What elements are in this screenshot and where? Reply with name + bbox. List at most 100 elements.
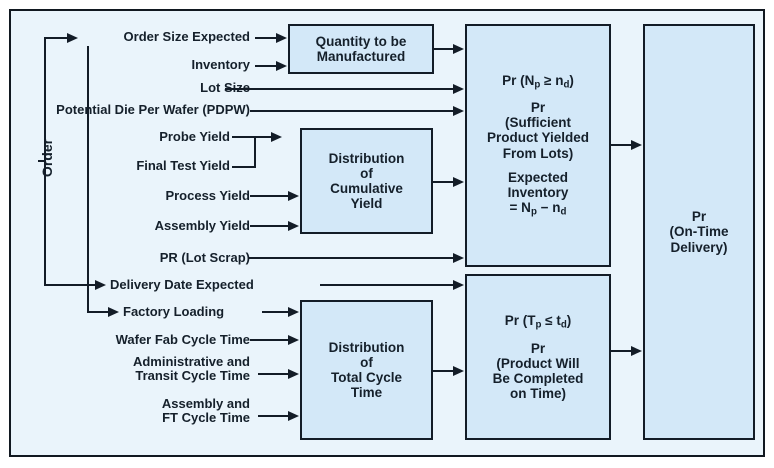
- product-on-time-line-4: on Time): [509, 385, 566, 401]
- total-cycle-line-4: Time: [350, 385, 383, 401]
- sufficient-formula: Pr (Np ≥ nd): [487, 73, 589, 92]
- on-time-formula-sub1: p: [535, 319, 542, 331]
- order-tick: [38, 160, 45, 162]
- admin-line-1: Administrative and: [132, 354, 250, 369]
- order-arrow-factory: [108, 307, 119, 317]
- arrow-sufficient-to-delivery: [631, 140, 642, 150]
- input-label-assembly-yield: Assembly Yield: [154, 218, 250, 233]
- input-label-final-test-yield: Final Test Yield: [136, 158, 230, 173]
- arrow-wafer-fab-to-cycle: [288, 335, 299, 345]
- on-time-delivery-line-2: (On-Time: [669, 224, 729, 240]
- input-label-factory-loading: Factory Loading: [123, 304, 225, 319]
- on-time-formula-sub2: d: [560, 319, 567, 331]
- arrow-admin-transit-to-cycle: [288, 369, 299, 379]
- arrow-product-on-time-to-delivery: [631, 346, 642, 356]
- cumulative-line-2: of: [360, 165, 373, 181]
- arrow-yield-bracket-to-cumulative: [271, 132, 282, 142]
- assembly-ft-line-1: Assembly and: [161, 396, 250, 411]
- cumulative-line-3: Cumulative: [330, 181, 403, 196]
- arrow-inventory-to-quantity: [276, 61, 287, 71]
- arrow-assembly-ft-to-cycle: [288, 411, 299, 421]
- order-trunk-b-bottom: [87, 311, 109, 313]
- conn-process-yield-to-cumulative: [250, 195, 290, 197]
- sufficient-line-4: From Lots): [502, 145, 574, 161]
- conn-yield-bracket-out: [254, 136, 272, 138]
- box-distribution-of-cumulative-yield[interactable]: Distribution of Cumulative Yield: [300, 128, 433, 234]
- conn-cumulative-to-sufficient: [433, 181, 454, 183]
- conn-pdpw-to-sufficient: [250, 110, 455, 112]
- arrow-factory-loading-to-cycle: [288, 307, 299, 317]
- on-time-delivery-line-3: Delivery): [670, 239, 728, 255]
- order-trunk-b: [87, 46, 89, 313]
- sufficient-l7-prefix: = N: [509, 199, 531, 215]
- product-on-time-line-3: Be Completed: [492, 370, 584, 386]
- sufficient-formula-sub1: p: [534, 79, 541, 91]
- spacer-3: [493, 332, 584, 341]
- total-cycle-line-2: of: [360, 354, 373, 370]
- arrow-delivery-date-to-product-on-time: [453, 280, 464, 290]
- conn-final-test-yield-stub: [232, 166, 256, 168]
- sufficient-formula-prefix: Pr (N: [502, 72, 535, 88]
- order-label: Order: [39, 138, 55, 178]
- input-label-assembly-ft-cycle-time: Assembly and FT Cycle Time: [60, 396, 250, 426]
- box-quantity-to-be-manufactured[interactable]: Quantity to be Manufactured: [288, 24, 434, 74]
- quantity-line-2: Manufactured: [316, 49, 406, 64]
- input-label-lot-size: Lot Size: [200, 80, 250, 95]
- conn-assembly-ft-to-cycle: [258, 415, 290, 417]
- arrow-cycle-to-product-on-time: [453, 366, 464, 376]
- conn-quantity-to-sufficient: [434, 48, 454, 50]
- arrow-assembly-yield-to-cumulative: [288, 221, 299, 231]
- order-arrow-delivery: [95, 280, 106, 290]
- order-arrow-top: [67, 33, 78, 43]
- arrow-pr-lot-scrap-to-sufficient: [453, 253, 464, 263]
- input-label-pr-lot-scrap: PR (Lot Scrap): [159, 250, 250, 265]
- conn-probe-yield-stub: [232, 136, 256, 138]
- sufficient-l7-sub2: d: [560, 206, 567, 218]
- arrow-lot-size-to-sufficient: [453, 84, 464, 94]
- sufficient-l7-sub1: p: [530, 206, 537, 218]
- conn-sufficient-to-delivery: [611, 144, 632, 146]
- cumulative-line-4: Yield: [350, 196, 383, 212]
- conn-assembly-yield-to-cumulative: [250, 225, 290, 227]
- sufficient-line-3: Product Yielded: [486, 130, 590, 146]
- sufficient-formula-sub2: d: [563, 79, 570, 91]
- box-pr-product-will-be-completed-on-time[interactable]: Pr (Tp ≤ td) Pr (Product Will Be Complet…: [465, 274, 611, 440]
- total-cycle-line-3: Total Cycle: [330, 370, 403, 385]
- order-trunk-a-top: [44, 37, 68, 39]
- sufficient-line-2: (Sufficient: [505, 115, 571, 131]
- conn-delivery-date-to-product-on-time: [320, 284, 455, 286]
- input-label-probe-yield: Probe Yield: [159, 129, 230, 144]
- conn-lot-size-to-sufficient: [225, 88, 455, 90]
- input-label-administrative-transit-cycle-time: Administrative and Transit Cycle Time: [60, 354, 250, 384]
- box-distribution-of-total-cycle-time[interactable]: Distribution of Total Cycle Time: [300, 300, 433, 440]
- conn-wafer-fab-to-cycle: [250, 339, 290, 341]
- conn-order-size-to-quantity: [255, 37, 277, 39]
- sufficient-line-5: Expected: [507, 169, 569, 185]
- arrow-quantity-to-sufficient: [453, 44, 464, 54]
- sufficient-formula-suffix: ): [569, 72, 574, 88]
- quantity-line-1: Quantity to be: [315, 33, 407, 49]
- sufficient-formula-mid: ≥ n: [540, 72, 564, 88]
- sufficient-l7-mid: − n: [536, 199, 561, 215]
- conn-admin-transit-to-cycle: [258, 373, 290, 375]
- box-pr-on-time-delivery[interactable]: Pr (On-Time Delivery): [643, 24, 755, 440]
- product-on-time-line-2: (Product Will: [496, 355, 580, 371]
- spacer-2: [487, 161, 589, 170]
- box-pr-sufficient-product-yielded[interactable]: Pr (Np ≥ nd) Pr (Sufficient Product Yiel…: [465, 24, 611, 267]
- input-label-wafer-fab-cycle-time: Wafer Fab Cycle Time: [115, 332, 250, 347]
- order-trunk-a-bottom: [44, 284, 96, 286]
- arrow-cumulative-to-sufficient: [453, 177, 464, 187]
- on-time-formula-prefix: Pr (T: [504, 312, 536, 328]
- input-label-delivery-date-expected: Delivery Date Expected: [110, 277, 254, 292]
- assembly-ft-line-2: FT Cycle Time: [162, 410, 250, 426]
- input-label-process-yield: Process Yield: [165, 188, 250, 203]
- total-cycle-line-1: Distribution: [328, 339, 405, 355]
- on-time-formula: Pr (Tp ≤ td): [493, 313, 584, 332]
- sufficient-line-1: Pr: [530, 100, 546, 116]
- cumulative-line-1: Distribution: [328, 150, 405, 166]
- input-label-pdpw: Potential Die Per Wafer (PDPW): [56, 102, 250, 117]
- admin-line-2: Transit Cycle Time: [135, 368, 250, 384]
- conn-pr-lot-scrap-to-sufficient: [248, 257, 455, 259]
- sufficient-line-6: Inventory: [507, 184, 569, 200]
- arrow-process-yield-to-cumulative: [288, 191, 299, 201]
